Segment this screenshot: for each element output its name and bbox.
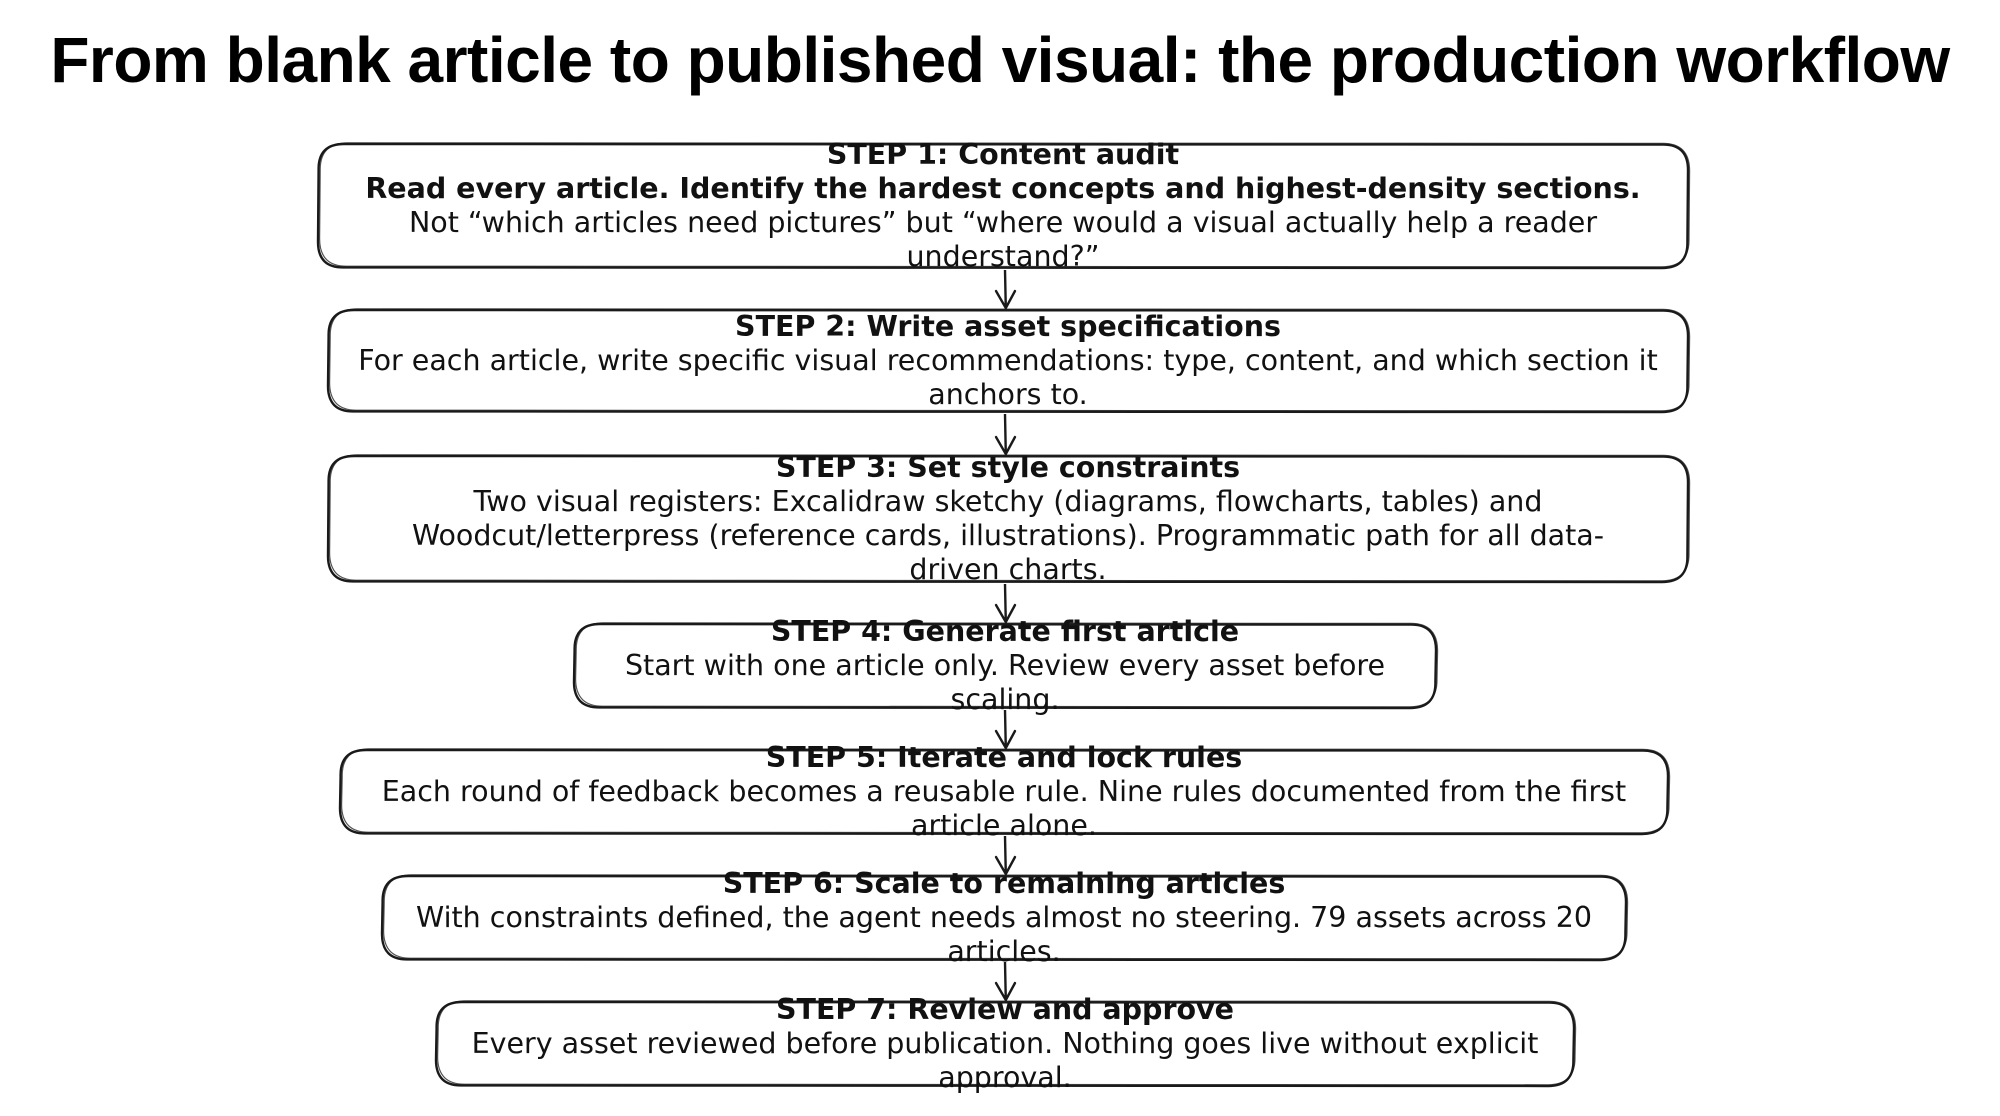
step-2-title: STEP 2: Write asset specifications — [735, 310, 1281, 343]
step-7-body: Every asset reviewed before publication.… — [471, 1027, 1539, 1094]
step-3-box: STEP 3: Set style constraints Two visual… — [328, 451, 1688, 586]
step-1-lead: Read every article. Identify the hardest… — [365, 172, 1641, 205]
step-7-box: STEP 7: Review and approve Every asset r… — [436, 993, 1574, 1094]
step-7-title: STEP 7: Review and approve — [775, 993, 1235, 1026]
step-4-box: STEP 4: Generate first article Start wit… — [574, 615, 1436, 716]
diagram-title: From blank article to published visual: … — [50, 24, 1950, 96]
step-6-box: STEP 6: Scale to remaining articles With… — [382, 867, 1626, 968]
step-4-title: STEP 4: Generate first article — [770, 615, 1240, 648]
step-2-body: For each article, write specific visual … — [358, 344, 1658, 411]
step-5-box: STEP 5: Iterate and lock rules Each roun… — [340, 741, 1668, 842]
step-6-title: STEP 6: Scale to remaining articles — [722, 867, 1286, 900]
step-3-title: STEP 3: Set style constraints — [775, 451, 1241, 484]
step-6-body: With constraints defined, the agent need… — [416, 901, 1592, 968]
step-3-body: Two visual registers: Excalidraw sketchy… — [411, 485, 1605, 586]
step-4-body: Start with one article only. Review ever… — [624, 649, 1386, 716]
step-1-title: STEP 1: Content audit — [826, 138, 1180, 171]
arrow-1-to-2-shaft — [1003, 269, 1007, 309]
arrow-1-to-2-head — [994, 289, 1017, 310]
step-2-box: STEP 2: Write asset specifications For e… — [328, 310, 1688, 412]
step-1-body: Not “which articles need pictures” but “… — [408, 206, 1598, 273]
step-1-box: STEP 1: Content audit Read every article… — [318, 138, 1688, 273]
arrow-2-to-3-shaft — [1003, 413, 1007, 455]
step-5-body: Each round of feedback becomes a reusabl… — [381, 775, 1627, 842]
step-5-title: STEP 5: Iterate and lock rules — [765, 741, 1243, 774]
